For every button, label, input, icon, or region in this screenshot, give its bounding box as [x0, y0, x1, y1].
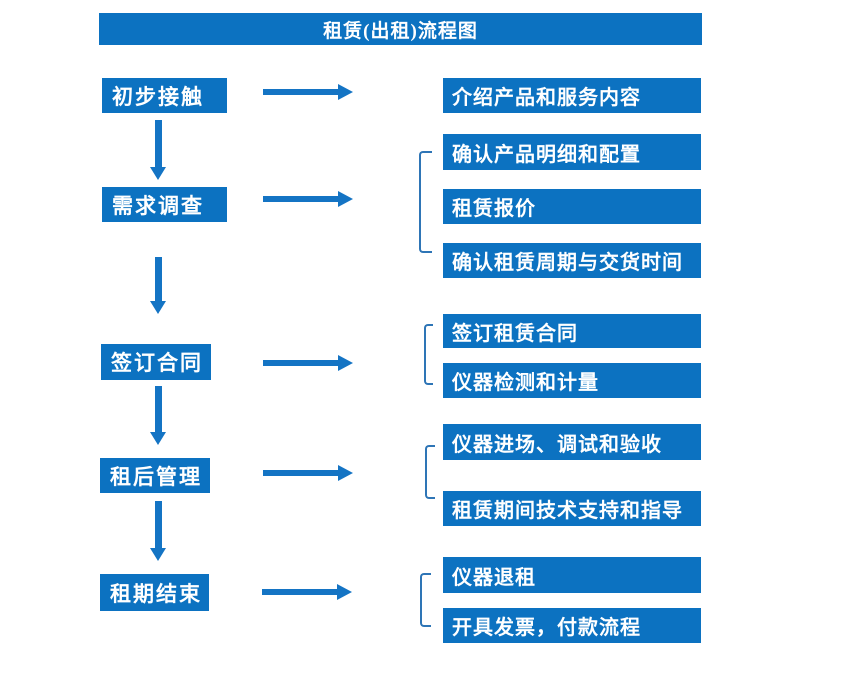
output-box-return-instrument: 仪器退租	[443, 557, 701, 593]
stage-box-sign-contract: 签订合同	[101, 344, 211, 380]
diagram-title: 租赁(出租)流程图	[99, 13, 702, 45]
arrow-right-icon	[263, 191, 353, 207]
output-box-instrument-testing: 仪器检测和计量	[443, 363, 701, 398]
arrow-right-icon	[263, 355, 353, 371]
group-bracket-icon	[420, 573, 431, 627]
arrow-right-icon	[263, 465, 353, 481]
output-box-sign-rental-contract: 签订租赁合同	[443, 314, 701, 348]
output-box-instrument-setup: 仪器进场、调试和验收	[443, 424, 701, 460]
output-box-confirm-rental-period: 确认租赁周期与交货时间	[443, 243, 701, 278]
output-box-confirm-product-details: 确认产品明细和配置	[443, 134, 701, 170]
output-box-technical-support: 租赁期间技术支持和指导	[443, 491, 701, 526]
stage-box-post-rental-management: 租后管理	[100, 458, 210, 493]
stage-box-demand-survey: 需求调查	[102, 187, 227, 222]
stage-box-rental-end: 租期结束	[100, 574, 209, 611]
output-box-invoice-payment: 开具发票，付款流程	[443, 608, 701, 643]
stage-box-initial-contact: 初步接触	[102, 78, 227, 113]
group-bracket-icon	[425, 445, 435, 499]
group-bracket-icon	[419, 151, 432, 253]
arrow-down-icon	[150, 257, 167, 314]
arrow-down-icon	[150, 120, 167, 180]
output-box-introduce-products: 介绍产品和服务内容	[443, 78, 701, 113]
output-box-rental-quote: 租赁报价	[443, 189, 701, 224]
arrow-down-icon	[150, 501, 167, 561]
group-bracket-icon	[424, 324, 433, 385]
arrow-right-icon	[262, 584, 352, 600]
arrow-down-icon	[150, 386, 167, 445]
arrow-right-icon	[263, 84, 353, 100]
